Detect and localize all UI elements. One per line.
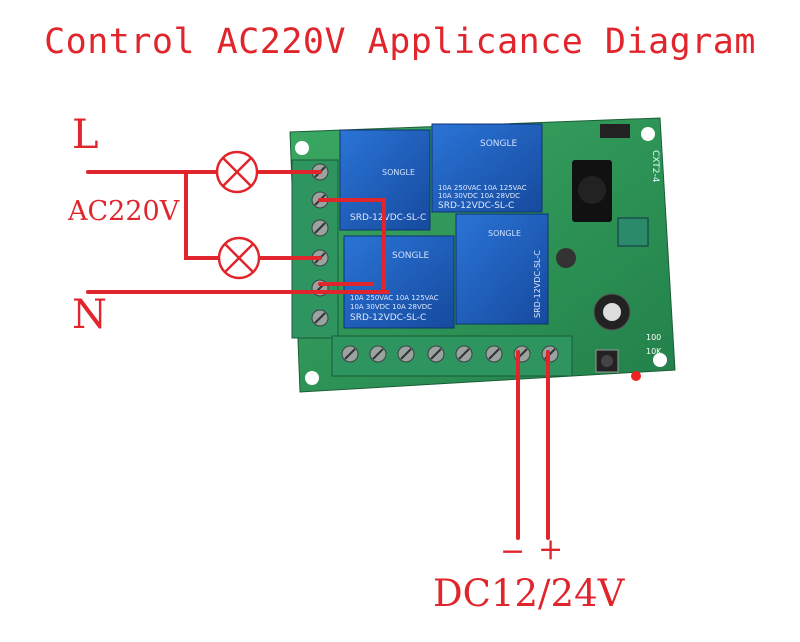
mount-hole xyxy=(653,353,667,367)
jumper-header xyxy=(600,124,630,138)
relay-brand-text: SONGLE xyxy=(392,251,430,261)
terminal-screw-slot xyxy=(488,348,500,360)
rf-module-part xyxy=(617,217,649,247)
dc-minus-label: − xyxy=(500,534,526,569)
relay-model-text: SRD-12VDC-SL-C xyxy=(438,201,514,211)
ac-voltage-label: AC220V xyxy=(68,196,180,227)
wire-common-1 xyxy=(318,198,386,294)
relay-brand-text: SONGLE xyxy=(382,168,415,177)
terminal-screw-slot xyxy=(400,348,412,360)
relay-2: SONGLE 10A 250VAC 10A 125VAC 10A 30VDC 1… xyxy=(431,123,543,213)
relay-model-text: SRD-12VDC-SL-C xyxy=(533,250,542,318)
relay-model-text: SRD-12VDC-SL-C xyxy=(350,313,426,323)
relay-rating-text: 10A 30VDC 10A 28VDC xyxy=(350,303,432,311)
terminal-screw-slot xyxy=(314,312,326,324)
lamp-icon xyxy=(217,236,261,280)
relay-rating-text: 10A 30VDC 10A 28VDC xyxy=(438,192,520,200)
dc-voltage-label: DC12/24V xyxy=(433,572,625,615)
relay-model-text: SRD-12VDC-SL-C xyxy=(350,213,426,223)
push-button-cap xyxy=(601,355,613,367)
wires xyxy=(86,170,550,540)
resistor-label: 10K xyxy=(646,347,662,356)
relay-rating-text: 10A 250VAC 10A 125VAC xyxy=(438,184,527,192)
terminal-screw-slot xyxy=(344,348,356,360)
relay-4: SONGLE SRD-12VDC-SL-C xyxy=(455,213,549,325)
control-circuit: CXT2-4 100 10K xyxy=(556,124,662,381)
relay-rating-text: 10A 250VAC 10A 125VAC xyxy=(350,294,439,302)
lamp-icon xyxy=(215,150,259,194)
terminal-screw-slot xyxy=(430,348,442,360)
wire-branch xyxy=(184,170,220,260)
mount-hole xyxy=(305,371,319,385)
line-label: L xyxy=(72,112,99,158)
relay-brand-text: SONGLE xyxy=(480,139,518,149)
capacitor-small xyxy=(556,248,576,268)
led xyxy=(631,371,641,381)
terminal-block-left xyxy=(291,159,339,339)
mount-hole xyxy=(641,127,655,141)
terminal-screw-slot xyxy=(314,222,326,234)
resistor-label: 100 xyxy=(646,333,661,342)
terminal-screw-slot xyxy=(458,348,470,360)
diagram-title: Control AC220V Applicance Diagram xyxy=(44,22,756,62)
mount-hole xyxy=(295,141,309,155)
capacitor-top xyxy=(603,303,621,321)
relay-brand-text: SONGLE xyxy=(488,229,521,238)
terminal-block-bottom xyxy=(331,335,573,377)
neutral-label: N xyxy=(72,292,107,338)
buzzer xyxy=(578,176,606,204)
terminal-screw-slot xyxy=(372,348,384,360)
module-label: CXT2-4 xyxy=(650,150,660,183)
dc-plus-label: + xyxy=(538,532,564,567)
